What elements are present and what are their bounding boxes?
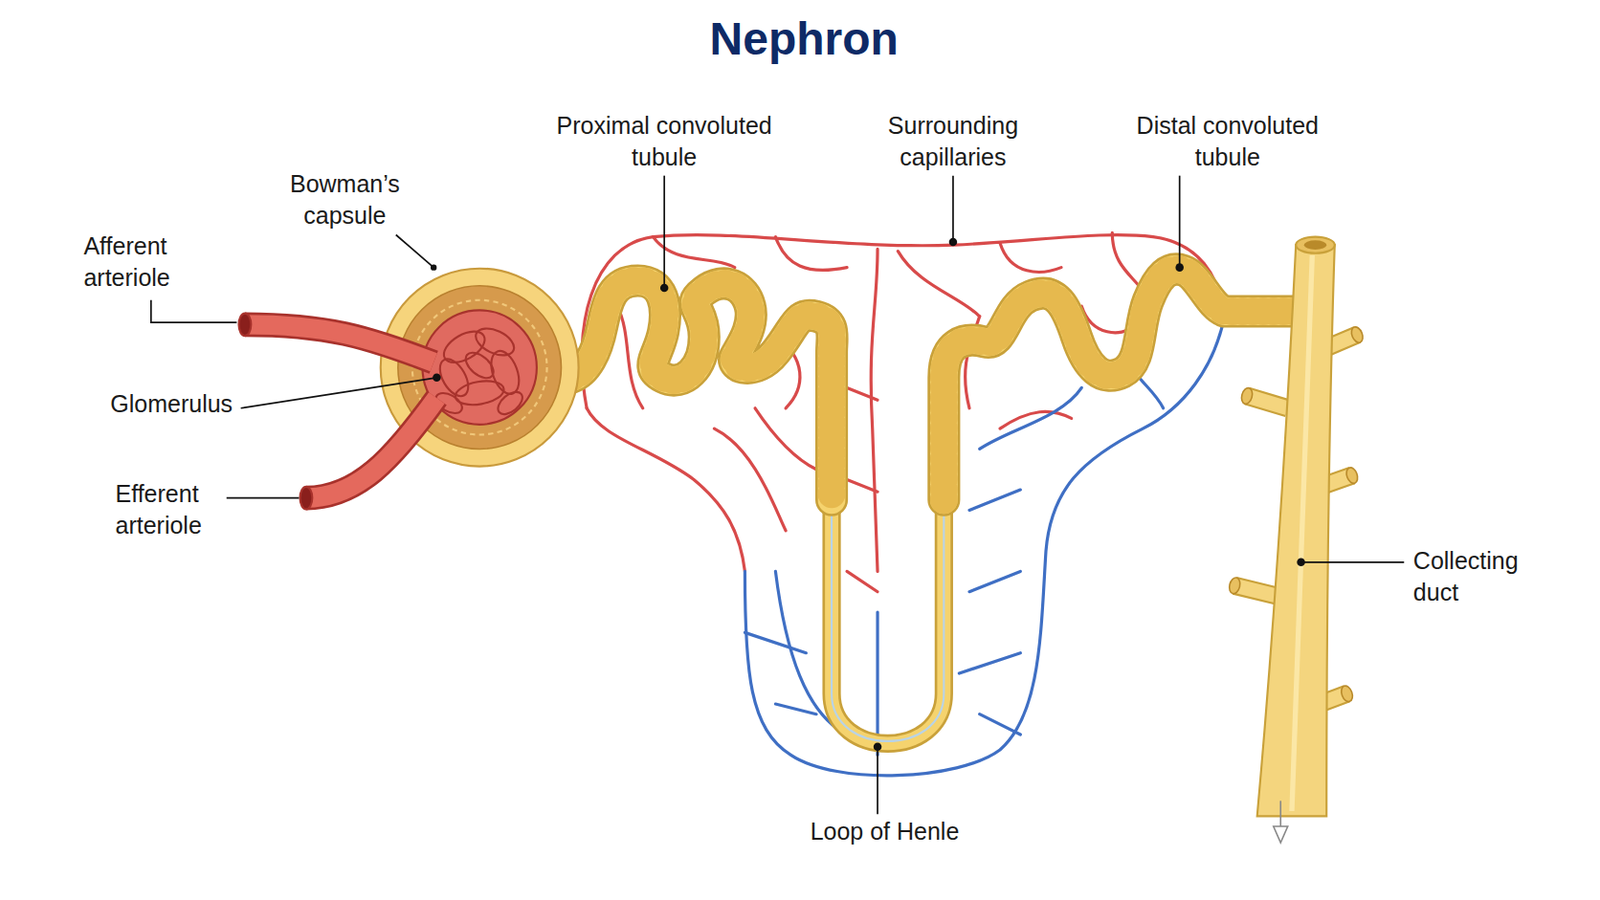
part-label: Loop of Henle bbox=[810, 816, 960, 848]
part-label: Collecting duct bbox=[1413, 545, 1552, 609]
arterioles bbox=[239, 313, 438, 511]
part-label: Surrounding capillaries bbox=[864, 110, 1044, 174]
leader-dots bbox=[430, 238, 1306, 752]
arterial-capillaries bbox=[581, 232, 1225, 592]
leader-lines bbox=[151, 176, 1404, 816]
diagram-title: Nephron bbox=[710, 12, 899, 66]
renal-tubule bbox=[571, 268, 1298, 744]
collecting-duct bbox=[1227, 237, 1365, 844]
part-label: Bowman’s capsule bbox=[273, 168, 417, 232]
part-label: Proximal convoluted tubule bbox=[532, 110, 798, 174]
part-label: Distal convoluted tubule bbox=[1112, 110, 1343, 174]
part-label: Afferent arteriole bbox=[83, 230, 226, 294]
part-label: Efferent arteriole bbox=[114, 478, 258, 542]
part-label: Glomerulus bbox=[110, 388, 233, 421]
